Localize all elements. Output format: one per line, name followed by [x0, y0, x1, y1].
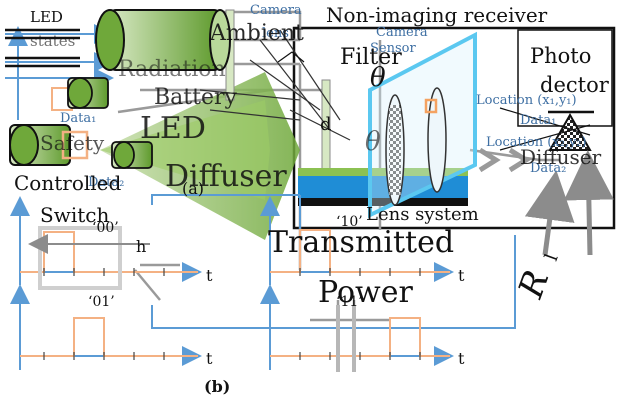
label-led-states-2: states: [30, 32, 75, 50]
label-data1-right: Data₁: [520, 113, 556, 128]
label-t-2: t: [458, 266, 465, 285]
led-left: [9, 124, 71, 166]
led-state-stripes: [5, 28, 80, 68]
label-state-00: ‘00’: [92, 220, 119, 236]
label-theta-2: θ: [365, 127, 381, 157]
timing-plot-00-highlight: [38, 226, 122, 290]
chevron-arrows: [478, 147, 531, 173]
label-diffuser: Diffuser: [165, 159, 287, 194]
label-camera-sensor-1: Camera: [376, 25, 428, 40]
capacitor-symbol: [336, 305, 356, 372]
label-rl-sub: l: [541, 251, 563, 264]
label-h: h: [136, 237, 146, 256]
label-radiation: Radiation: [118, 57, 226, 82]
label-state-11: ‘11’: [336, 294, 363, 310]
lens-checker: [389, 105, 401, 195]
light-beam-inner: [100, 100, 270, 200]
rl-arrow: [524, 170, 575, 256]
label-rl: R: [511, 265, 558, 304]
led-big: [95, 9, 231, 71]
label-camera-sensor-2: Sensor: [370, 41, 416, 56]
rl-arrow-2: [563, 150, 614, 256]
label-lens-system: Lens system: [366, 204, 479, 225]
label-safety: Safety: [40, 131, 105, 155]
label-data2-left: Data₂: [88, 175, 124, 190]
label-photo-detector-1: Photo: [530, 44, 591, 68]
led-small: [111, 141, 153, 169]
label-t-1: t: [206, 266, 213, 285]
label-t-4: t: [458, 349, 465, 368]
label-state-10: ‘10’: [336, 214, 363, 230]
label-photo-detector-2: dector: [540, 73, 610, 97]
label-led: LED: [140, 111, 206, 146]
lens-tank-top: [298, 168, 468, 176]
label-d: d: [320, 114, 332, 135]
receiver-pointer-2: [291, 51, 305, 63]
label-switch: Switch: [40, 203, 109, 227]
label-location2: Location (x₂,y₂): [486, 135, 587, 150]
label-theta: θ: [370, 63, 386, 93]
label-transmitted: Transmitted: [268, 225, 454, 260]
ambient-rays: [199, 29, 351, 141]
diag-arrow-2: [499, 124, 591, 151]
label-camera-lens-2: lens: [262, 26, 289, 41]
receiver-pointer: [277, 51, 293, 63]
label-filter: Filter: [340, 45, 402, 70]
label-camera-lens-1: Camera: [250, 3, 302, 18]
label-data1-left: Data₁: [60, 111, 96, 126]
led-medium: [67, 77, 109, 109]
label-controlled: Controlled: [14, 171, 121, 195]
label-location1: Location (x₁,y₁): [476, 93, 577, 108]
receiver-box: [292, 26, 616, 230]
label-ambient: Ambient: [209, 21, 304, 46]
label-t-3: t: [206, 349, 213, 368]
label-power: Power: [318, 275, 413, 310]
label-data2-right: Data₂: [530, 161, 566, 176]
label-state-01: ‘01’: [88, 294, 115, 310]
label-non-imaging-receiver: Non-imaging receiver: [326, 3, 548, 27]
orange-mark: [424, 98, 438, 114]
label-panel-a: (a): [182, 179, 204, 198]
timing-plot-11: [260, 284, 454, 370]
lens-2: [427, 87, 447, 193]
label-led-states-1: LED: [30, 8, 63, 26]
timing-plot-10: [260, 196, 454, 285]
label-battery: Battery: [154, 85, 238, 110]
label-panel-b: (b): [204, 377, 230, 396]
diag-arrow-1: [499, 107, 591, 136]
lens-tank-base: [298, 198, 468, 206]
timing-plot-01: [9, 284, 202, 370]
label-diffuser-right: Diffuser: [520, 145, 602, 169]
led-orange-box: [61, 130, 89, 160]
